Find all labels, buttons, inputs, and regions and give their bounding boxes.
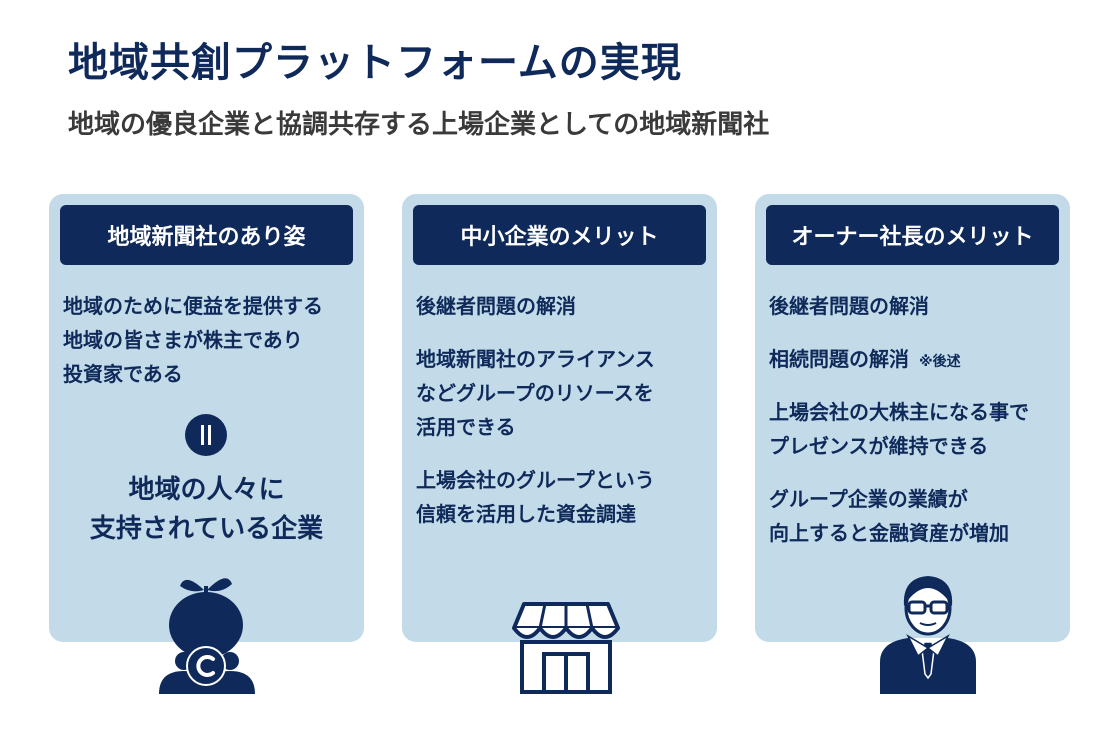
card-text-line: 地域新聞社のアライアンス: [416, 347, 655, 371]
page-subtitle: 地域の優良企業と協調共存する上場企業としての地域新聞社: [68, 110, 770, 140]
card-text-line: 後継者問題の解消: [769, 294, 929, 318]
businessman-icon: [880, 576, 976, 694]
card-highlight-text: 支持されている企業: [89, 514, 324, 544]
card-text-line: 信頼を活用した資金調達: [416, 502, 636, 526]
card-header: オーナー社長のメリット: [766, 205, 1059, 265]
card-text-line: 向上すると金融資産が増加: [769, 521, 1009, 545]
card-text-line: 地域の皆さまが株主であり: [63, 328, 303, 352]
card-text-line: 上場会社のグループという: [416, 468, 655, 492]
footnote-mark: ※後述: [919, 354, 961, 370]
card-owner-merits: オーナー社長のメリット 後継者問題の解消 相続問題の解消 ※後述 上場会社の大株主…: [755, 194, 1070, 642]
card-text-line: 活用できる: [416, 415, 516, 439]
card-text-line: などグループのリソースを: [416, 381, 654, 405]
card-header: 地域新聞社のあり姿: [60, 205, 353, 265]
card-text-line: 投資家である: [63, 362, 183, 386]
storefront-icon: [512, 602, 620, 694]
card-highlight-text: 地域の人々に: [128, 475, 285, 505]
card-text-line: 上場会社の大株主になる事で: [769, 400, 1029, 424]
card-sme-merits: 中小企業のメリット 後継者問題の解消 地域新聞社のアライアンス などグループのリ…: [402, 194, 717, 642]
equals-badge: [185, 414, 227, 456]
card-text-line: 地域のために便益を提供する: [63, 294, 323, 318]
page-title: 地域共創プラットフォームの実現: [68, 40, 682, 86]
card-text-line: プレゼンスが維持できる: [769, 434, 989, 458]
sprout-company-icon: [159, 578, 255, 694]
card-text-line: グループ企業の業績が: [769, 487, 968, 511]
card-local-newspaper: 地域新聞社のあり姿 地域のために便益を提供する 地域の皆さまが株主であり 投資家…: [49, 194, 364, 642]
card-text-line: 後継者問題の解消: [416, 294, 576, 318]
card-text-line: 相続問題の解消 ※後述: [769, 343, 961, 372]
card-text: 相続問題の解消: [769, 347, 909, 371]
card-header: 中小企業のメリット: [413, 205, 706, 265]
